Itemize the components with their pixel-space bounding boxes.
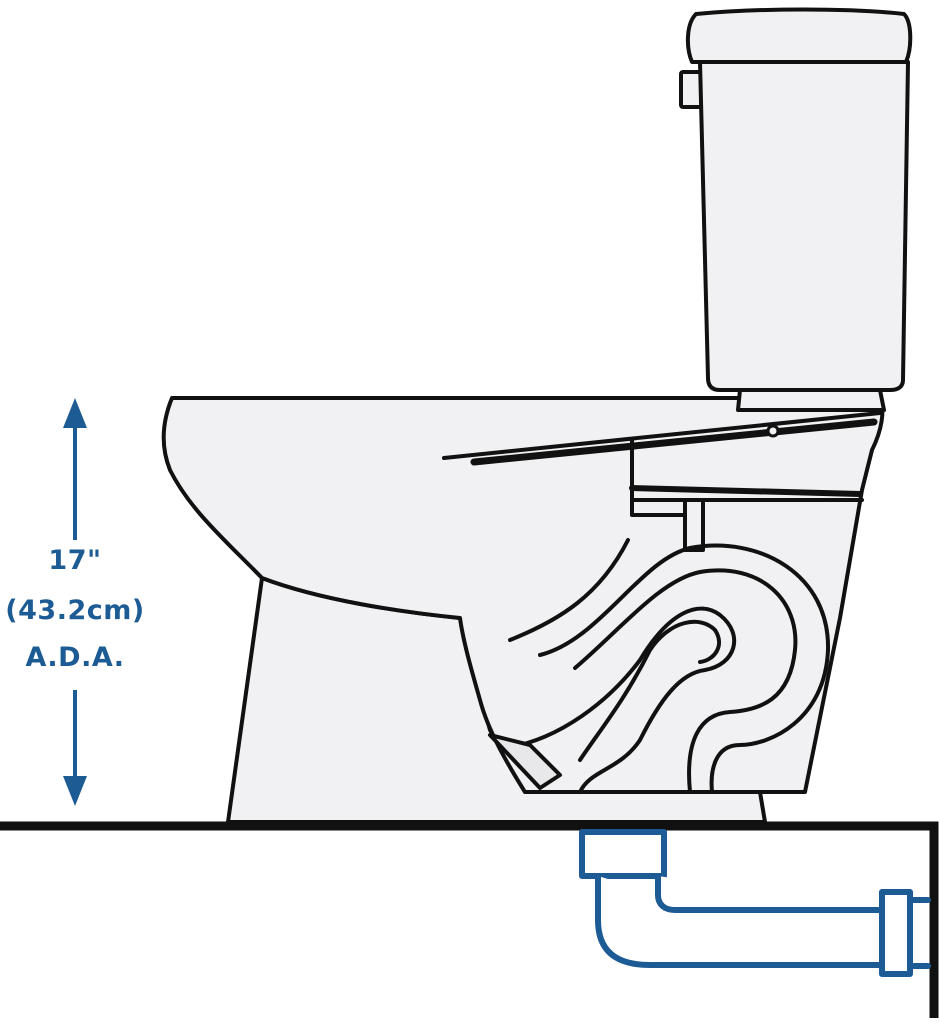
pipe-coupling — [879, 889, 913, 977]
standard-label: A.D.A. — [25, 642, 125, 673]
floor-line — [0, 821, 939, 1018]
tank-bolt-plate — [736, 388, 886, 412]
trap-inner — [573, 568, 798, 794]
drain-pipe — [579, 829, 931, 977]
trap-outer — [508, 538, 831, 794]
height-label: 17" — [48, 545, 102, 576]
arrow-head-up — [63, 398, 87, 428]
trap-core — [578, 619, 721, 762]
pipe-flange-top — [579, 829, 667, 879]
tank-body — [698, 60, 910, 392]
double-arrow-vertical-icon — [63, 398, 87, 806]
pipe-elbow-inner — [655, 873, 893, 913]
trap-channel — [503, 606, 737, 794]
toilet-seat — [442, 411, 882, 466]
tank-lid — [685, 7, 913, 64]
support-post-right — [630, 498, 687, 517]
arrow-head-down — [63, 776, 87, 806]
outlet-shape — [488, 733, 562, 790]
seat-lid-line — [442, 411, 882, 460]
tank — [679, 7, 913, 412]
seat-line — [470, 418, 878, 466]
metric-label: (43.2cm) — [5, 595, 145, 626]
toilet-body — [161, 396, 885, 824]
support-post-left — [683, 498, 705, 552]
internal-trapway — [488, 438, 864, 794]
bowl-rim — [161, 396, 885, 794]
seat-hinge — [766, 424, 780, 438]
flush-handle — [679, 70, 703, 109]
inner-shelf — [629, 485, 863, 497]
